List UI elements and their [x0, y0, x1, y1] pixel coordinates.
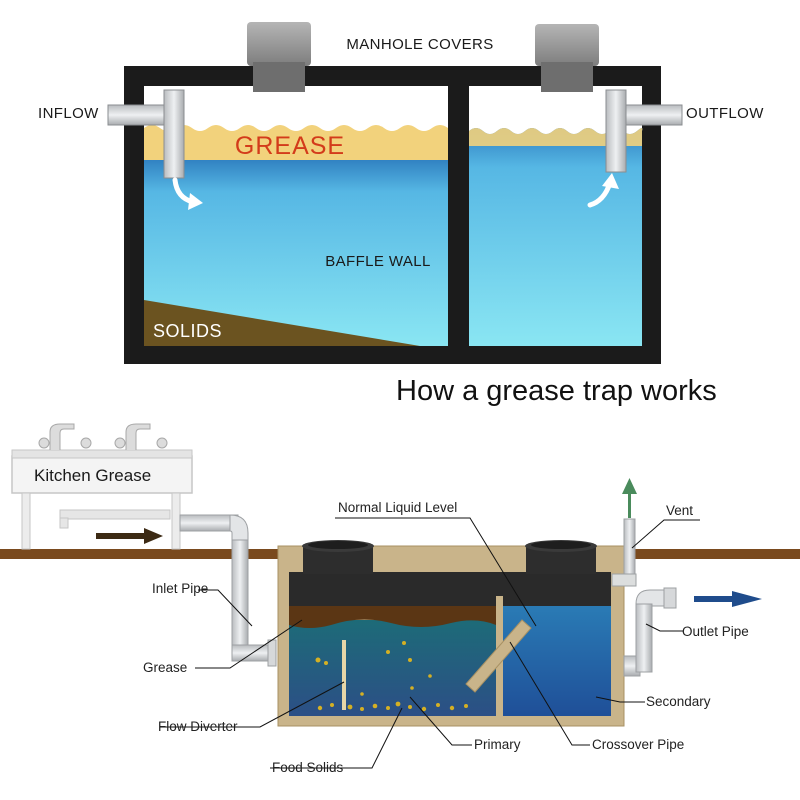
top-right-surface	[469, 128, 643, 146]
top-grease-layer	[144, 125, 448, 160]
faucet-right	[125, 423, 151, 450]
kitchen-grease-label: Kitchen Grease	[34, 466, 151, 485]
inflow-arrow-head	[188, 193, 203, 210]
outflow-arrow-head	[602, 173, 619, 189]
faucet-left	[49, 423, 75, 450]
food-solids	[315, 641, 468, 712]
baffle-wall-label: BAFFLE WALL	[325, 253, 431, 270]
manhole-cover-left	[247, 22, 311, 92]
vent-label: Vent	[666, 503, 693, 518]
vent-pipe	[611, 478, 637, 587]
tank-lid	[289, 572, 611, 606]
inlet-pipe-label: Inlet Pipe	[152, 581, 208, 596]
inlet-flow-arrow	[96, 528, 163, 544]
outlet-pipe	[623, 587, 677, 677]
inlet-pipe	[179, 514, 277, 667]
normal-liquid-level-label: Normal Liquid Level	[338, 500, 457, 515]
food-solids-label: Food Solids	[272, 760, 344, 775]
crossover-pipe-label: Crossover Pipe	[592, 737, 684, 752]
crossover-pipe	[465, 619, 532, 693]
diagram-title: How a grease trap works	[396, 375, 717, 407]
leader-lines	[160, 517, 700, 769]
outlet-flow-arrow	[694, 591, 762, 607]
grease-layer-bottom	[289, 606, 496, 628]
tank-manhole-right	[525, 540, 597, 574]
outflow-pipe	[605, 89, 683, 173]
manhole-cover-right	[535, 24, 599, 92]
top-solids-layer	[144, 300, 420, 346]
top-baffle-wall	[448, 80, 469, 324]
flow-diverter-label: Flow Diverter	[158, 719, 238, 734]
secondary-label: Secondary	[646, 694, 711, 709]
top-tank-diagram: MANHOLE COVERS INFLOW OUTFLOW GREASE BAF…	[38, 22, 764, 407]
inflow-pipe	[107, 89, 185, 179]
tank-manhole-left	[302, 540, 374, 574]
inflow-label: INFLOW	[38, 105, 99, 122]
outflow-label: OUTFLOW	[686, 105, 764, 122]
solids-label: SOLIDS	[153, 321, 222, 341]
outlet-pipe-label: Outlet Pipe	[682, 624, 749, 639]
kitchen-sink	[11, 423, 193, 550]
grease-label: GREASE	[235, 132, 345, 160]
manhole-covers-label: MANHOLE COVERS	[346, 36, 493, 53]
bottom-tank-diagram: Kitchen Grease	[0, 423, 800, 775]
grease-bottom-label: Grease	[143, 660, 187, 675]
top-right-water	[469, 128, 643, 346]
flow-diverter	[342, 640, 346, 710]
primary-label: Primary	[474, 737, 521, 752]
primary-water	[289, 620, 496, 716]
